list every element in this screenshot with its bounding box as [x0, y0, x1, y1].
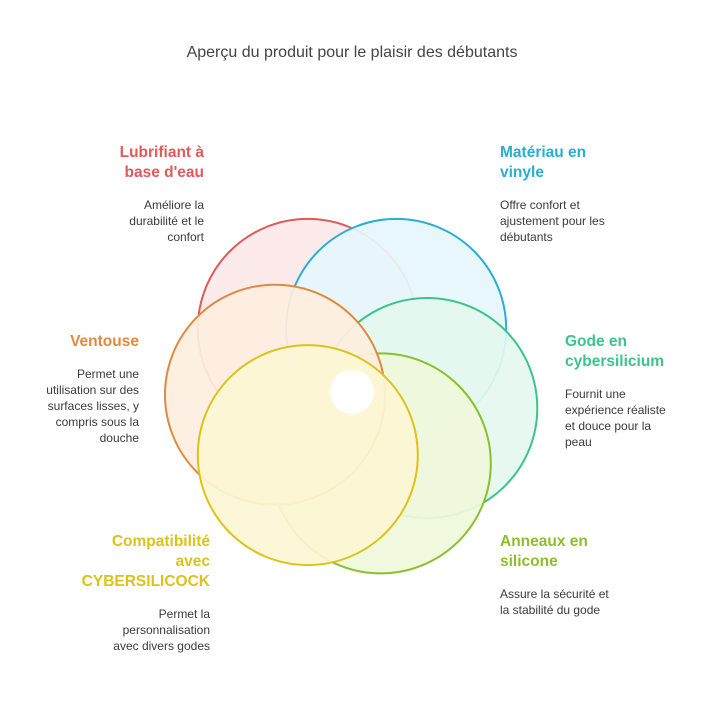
description-line: Améliore la	[143, 198, 204, 212]
description-line: Permet la	[158, 607, 210, 621]
page-title: Aperçu du produit pour le plaisir des dé…	[186, 44, 518, 61]
label-lubricant-description: Améliore la durabilité et le confort	[120, 197, 204, 245]
description-line: personnalisation	[122, 623, 210, 637]
description-line: durabilité et le	[129, 214, 204, 228]
heading-line: Ventouse	[70, 333, 139, 350]
heading-line: Anneaux en	[500, 533, 588, 550]
heading-line: vinyle	[500, 164, 544, 181]
heading-line: Lubrifiant à	[119, 144, 204, 161]
heading-line: Matériau en	[500, 144, 587, 161]
heading-line: CYBERSILICOCK	[81, 573, 210, 590]
description-line: Assure la sécurité et	[500, 587, 609, 601]
label-cybersilicium-description: Fournit une expérience réaliste et douce…	[565, 386, 666, 450]
description-line: Fournit une	[565, 387, 626, 401]
description-line: Permet une	[76, 367, 139, 381]
description-line: avec divers godes	[113, 639, 210, 653]
description-line: et douce pour la	[565, 419, 652, 433]
label-silicone-rings-description: Assure la sécurité et la stabilité du go…	[500, 586, 609, 618]
description-line: débutants	[500, 230, 553, 244]
heading-line: Gode en	[565, 333, 628, 350]
description-line: utilisation sur des	[46, 383, 139, 397]
description-line: douche	[99, 431, 139, 445]
label-suction-cup: Ventouse Permet une utilisation sur des …	[46, 332, 139, 446]
description-line: la stabilité du gode	[500, 603, 601, 617]
heading-line: Compatibilité	[111, 533, 210, 550]
label-cybersilicium: Gode en cybersilicium Fournit une expéri…	[565, 332, 666, 450]
description-line: peau	[565, 435, 592, 449]
heading-line: avec	[175, 553, 210, 570]
label-silicone-rings: Anneaux en silicone Assure la sécurité e…	[500, 532, 609, 618]
label-suction-cup-description: Permet une utilisation sur des surfaces …	[46, 366, 139, 446]
description-line: ajustement pour les	[500, 214, 605, 228]
description-line: expérience réaliste	[565, 403, 666, 417]
label-compatibility-heading: Compatibilité avec CYBERSILICOCK	[82, 532, 210, 592]
petal-compatibility	[196, 344, 419, 567]
description-line: Offre confort et	[500, 198, 580, 212]
label-compatibility: Compatibilité avec CYBERSILICOCK Permet …	[82, 532, 210, 654]
label-silicone-rings-heading: Anneaux en silicone	[500, 532, 609, 572]
label-cybersilicium-heading: Gode en cybersilicium	[565, 332, 666, 372]
description-line: confort	[167, 230, 204, 244]
description-line: surfaces lisses, y	[47, 399, 139, 413]
description-line: compris sous la	[55, 415, 139, 429]
label-lubricant-heading: Lubrifiant à base d'eau	[120, 143, 204, 183]
label-vinyl: Matériau en vinyle Offre confort et ajus…	[500, 143, 605, 245]
label-suction-cup-heading: Ventouse	[46, 332, 139, 352]
heading-line: cybersilicium	[565, 353, 665, 370]
label-vinyl-heading: Matériau en vinyle	[500, 143, 605, 183]
label-vinyl-description: Offre confort et ajustement pour les déb…	[500, 197, 605, 245]
label-lubricant: Lubrifiant à base d'eau Améliore la dura…	[120, 143, 204, 245]
center-hub	[330, 370, 374, 414]
label-compatibility-description: Permet la personnalisation avec divers g…	[82, 606, 210, 654]
heading-line: silicone	[500, 553, 558, 570]
heading-line: base d'eau	[124, 164, 205, 181]
